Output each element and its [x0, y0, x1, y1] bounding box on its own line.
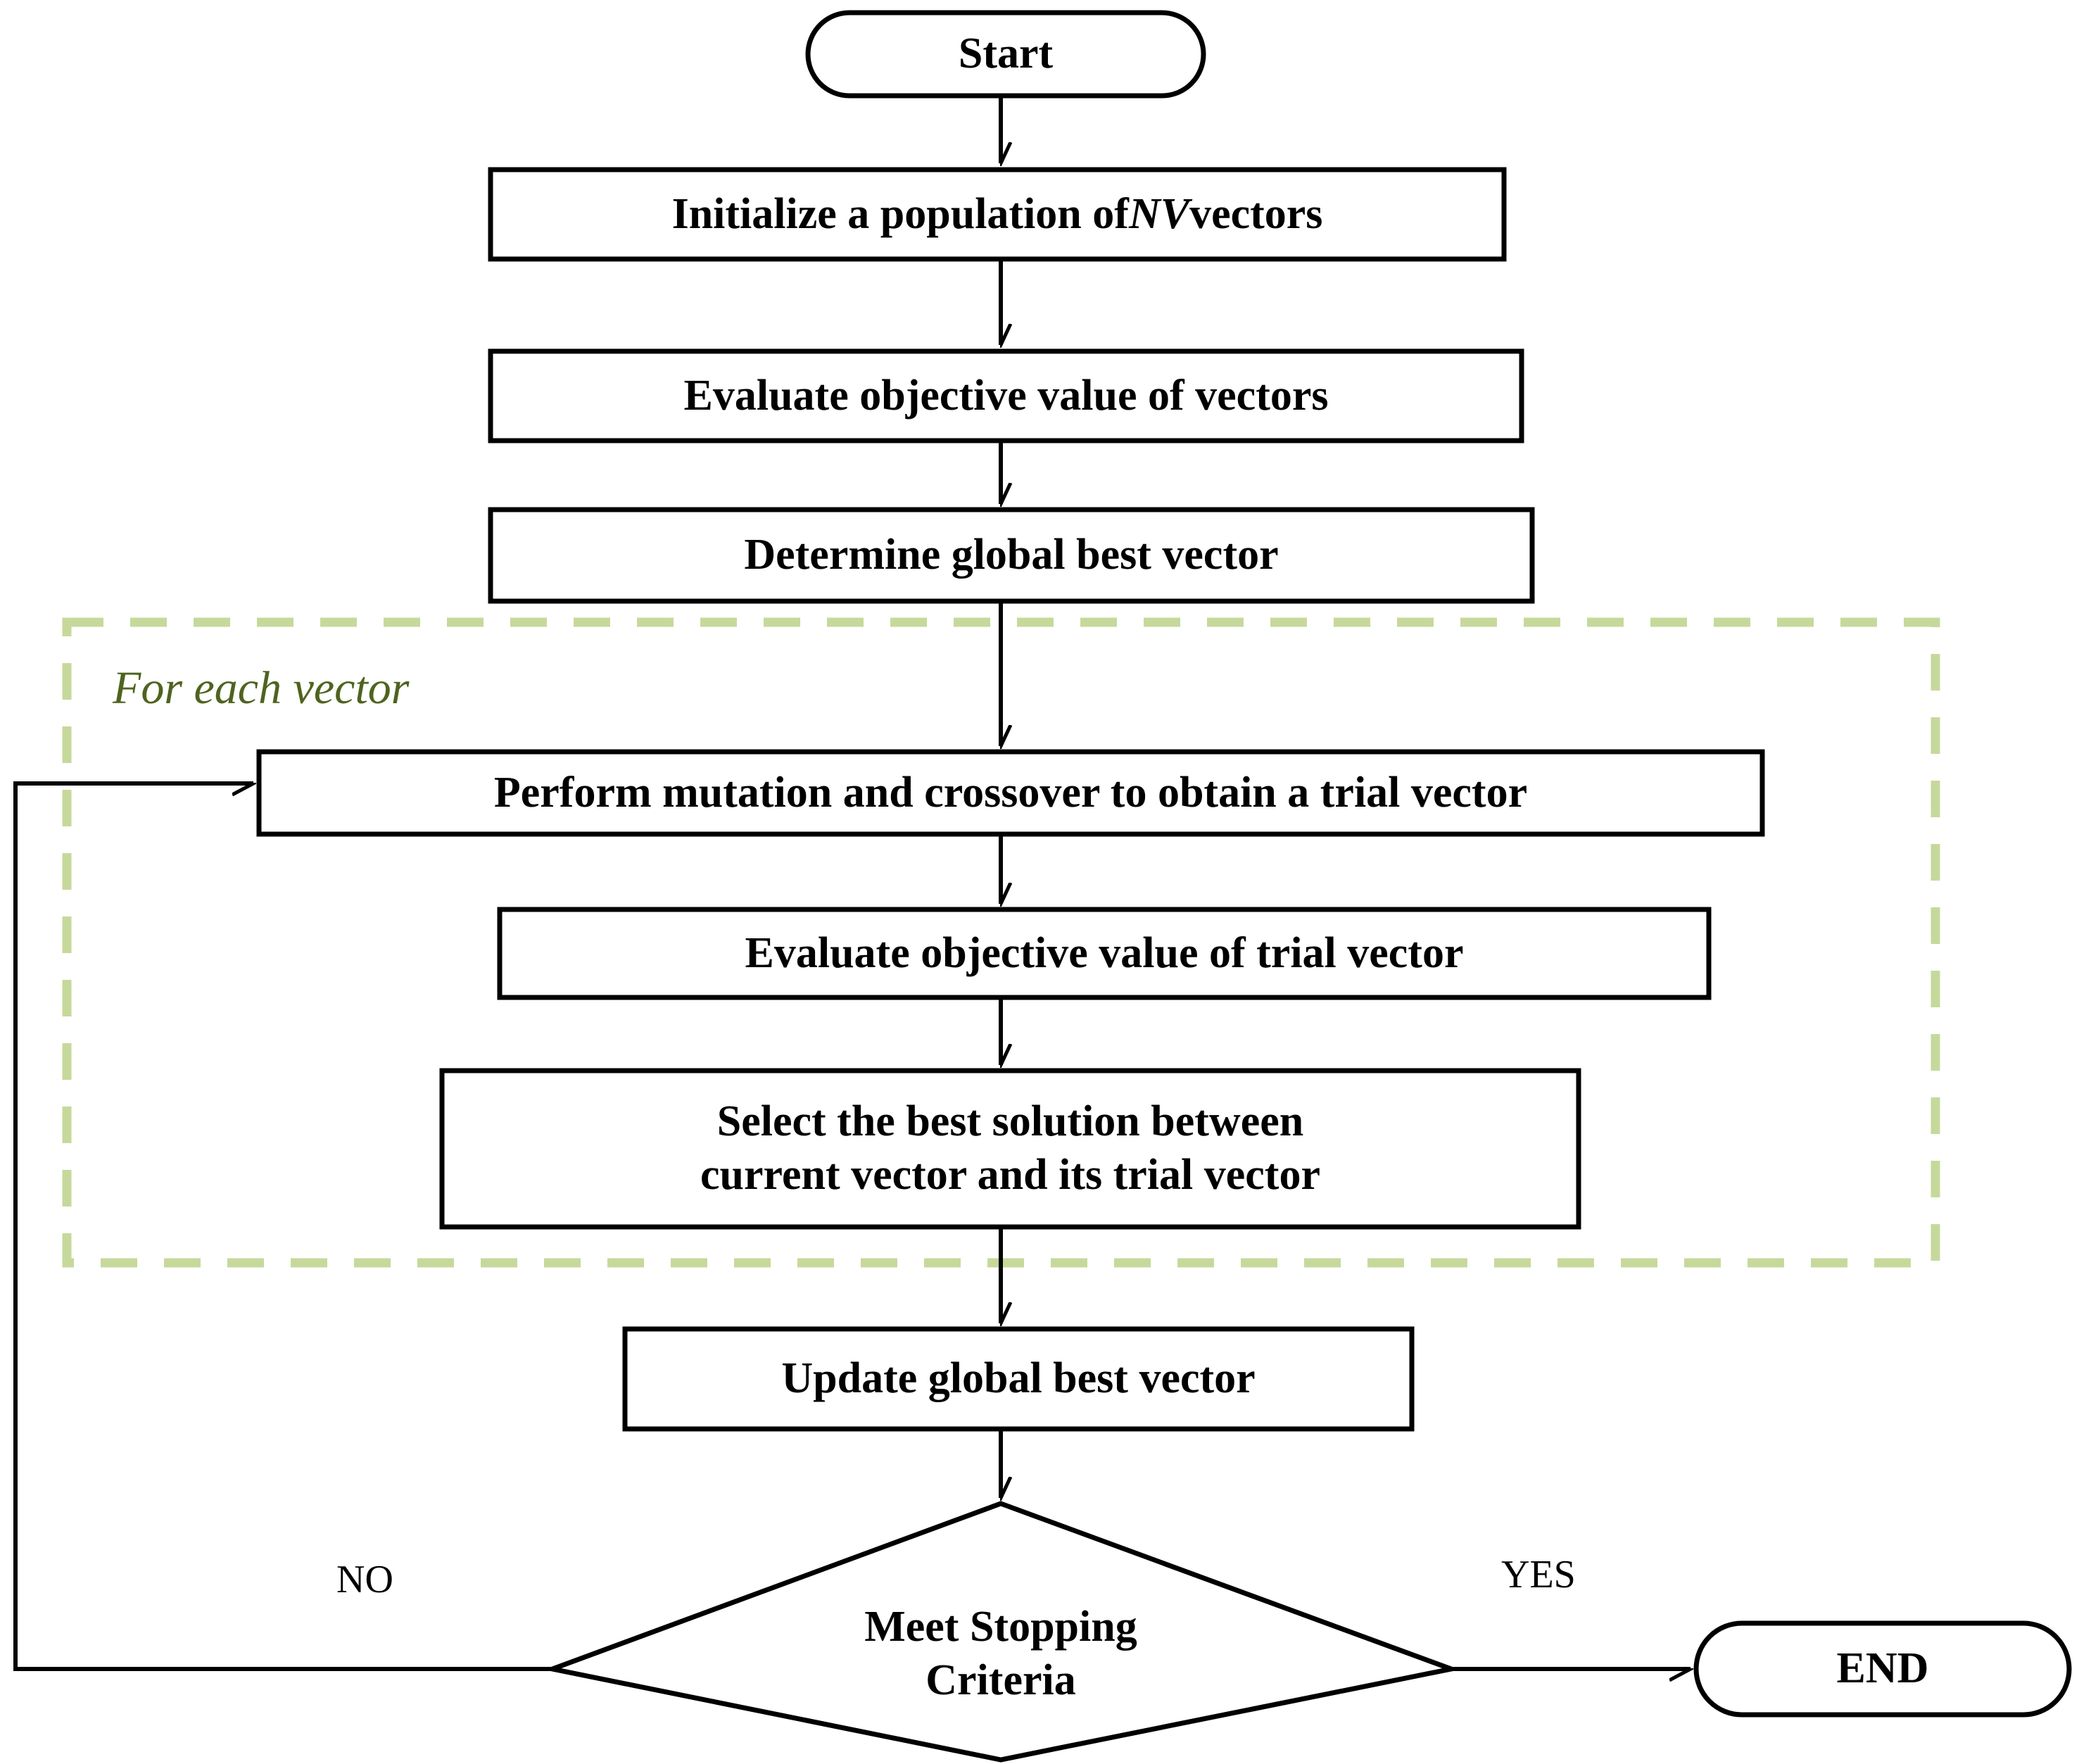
node-update-best-shape[interactable]: [622, 1326, 1415, 1432]
node-end-hit[interactable]: [1696, 1623, 2069, 1715]
node-end-shape[interactable]: [1693, 1620, 2072, 1718]
for-each-vector-group-label: For each vector: [113, 662, 410, 714]
node-start-hit[interactable]: [808, 13, 1203, 96]
node-select-best-shape[interactable]: [439, 1068, 1581, 1230]
edge-label-no: NO: [336, 1558, 393, 1601]
node-mutation-crossover-shape[interactable]: [256, 749, 1765, 837]
node-initialize-shape[interactable]: [488, 167, 1507, 262]
node-determine-best-shape[interactable]: [488, 507, 1535, 604]
edge-decision-no-to-mutation: [13, 781, 552, 1671]
node-evaluate-trial-hit[interactable]: [500, 909, 1709, 997]
node-evaluate-population-hit[interactable]: [491, 351, 1522, 441]
node-start-shape[interactable]: [805, 10, 1206, 99]
edge-label-yes: YES: [1501, 1553, 1576, 1596]
node-evaluate-trial-shape[interactable]: [497, 907, 1712, 1000]
node-decision-shape[interactable]: [543, 1501, 1460, 1763]
node-determine-best-hit[interactable]: [491, 510, 1532, 601]
node-select-best-hit[interactable]: [442, 1071, 1579, 1227]
node-mutation-crossover-hit[interactable]: [259, 752, 1762, 834]
node-evaluate-population-shape[interactable]: [488, 348, 1524, 443]
node-initialize-hit[interactable]: [491, 170, 1504, 259]
node-decision-hit[interactable]: [769, 1577, 1233, 1735]
node-update-best-hit[interactable]: [625, 1329, 1412, 1429]
